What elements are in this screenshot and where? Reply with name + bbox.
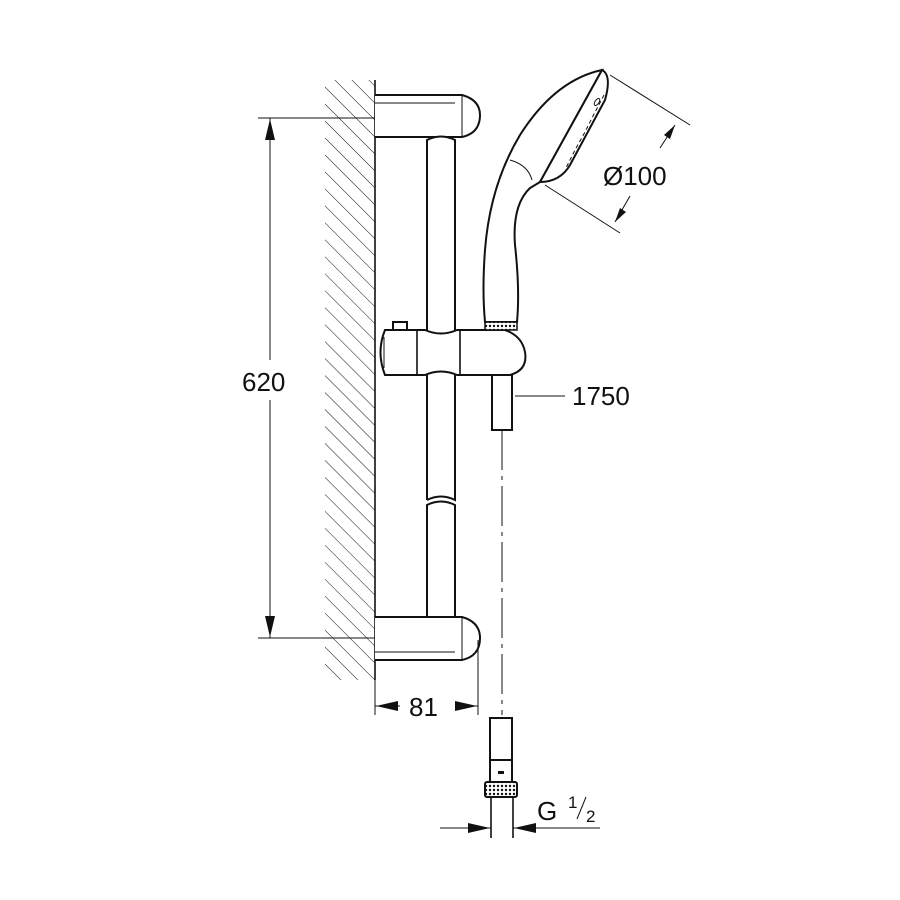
rail-slider: [379, 321, 527, 376]
thread-label-g: G: [537, 796, 557, 826]
hose-connector: [484, 717, 518, 838]
hose-length-label: 1750: [572, 381, 630, 411]
rail-length-dimension: 620: [242, 117, 375, 639]
slide-rail: [426, 135, 456, 619]
wall-hatching: [325, 80, 376, 680]
top-wall-bracket: [375, 94, 482, 138]
wall-projection-dimension: 81: [374, 640, 479, 722]
bottom-wall-bracket: [375, 616, 482, 661]
thread-label-numerator: 1: [568, 793, 577, 812]
head-diameter-dimension: Ø100: [544, 74, 691, 234]
thread-label-denominator: 2: [586, 807, 595, 826]
wall-projection-label: 81: [409, 692, 438, 722]
hose-upper: [491, 369, 513, 431]
hand-shower: [482, 68, 609, 331]
thread-dimension: G 1 2: [440, 793, 600, 833]
hose-length-dimension: 1750: [501, 381, 630, 715]
head-diameter-label: Ø100: [603, 161, 667, 191]
rail-length-label: 620: [242, 367, 285, 397]
